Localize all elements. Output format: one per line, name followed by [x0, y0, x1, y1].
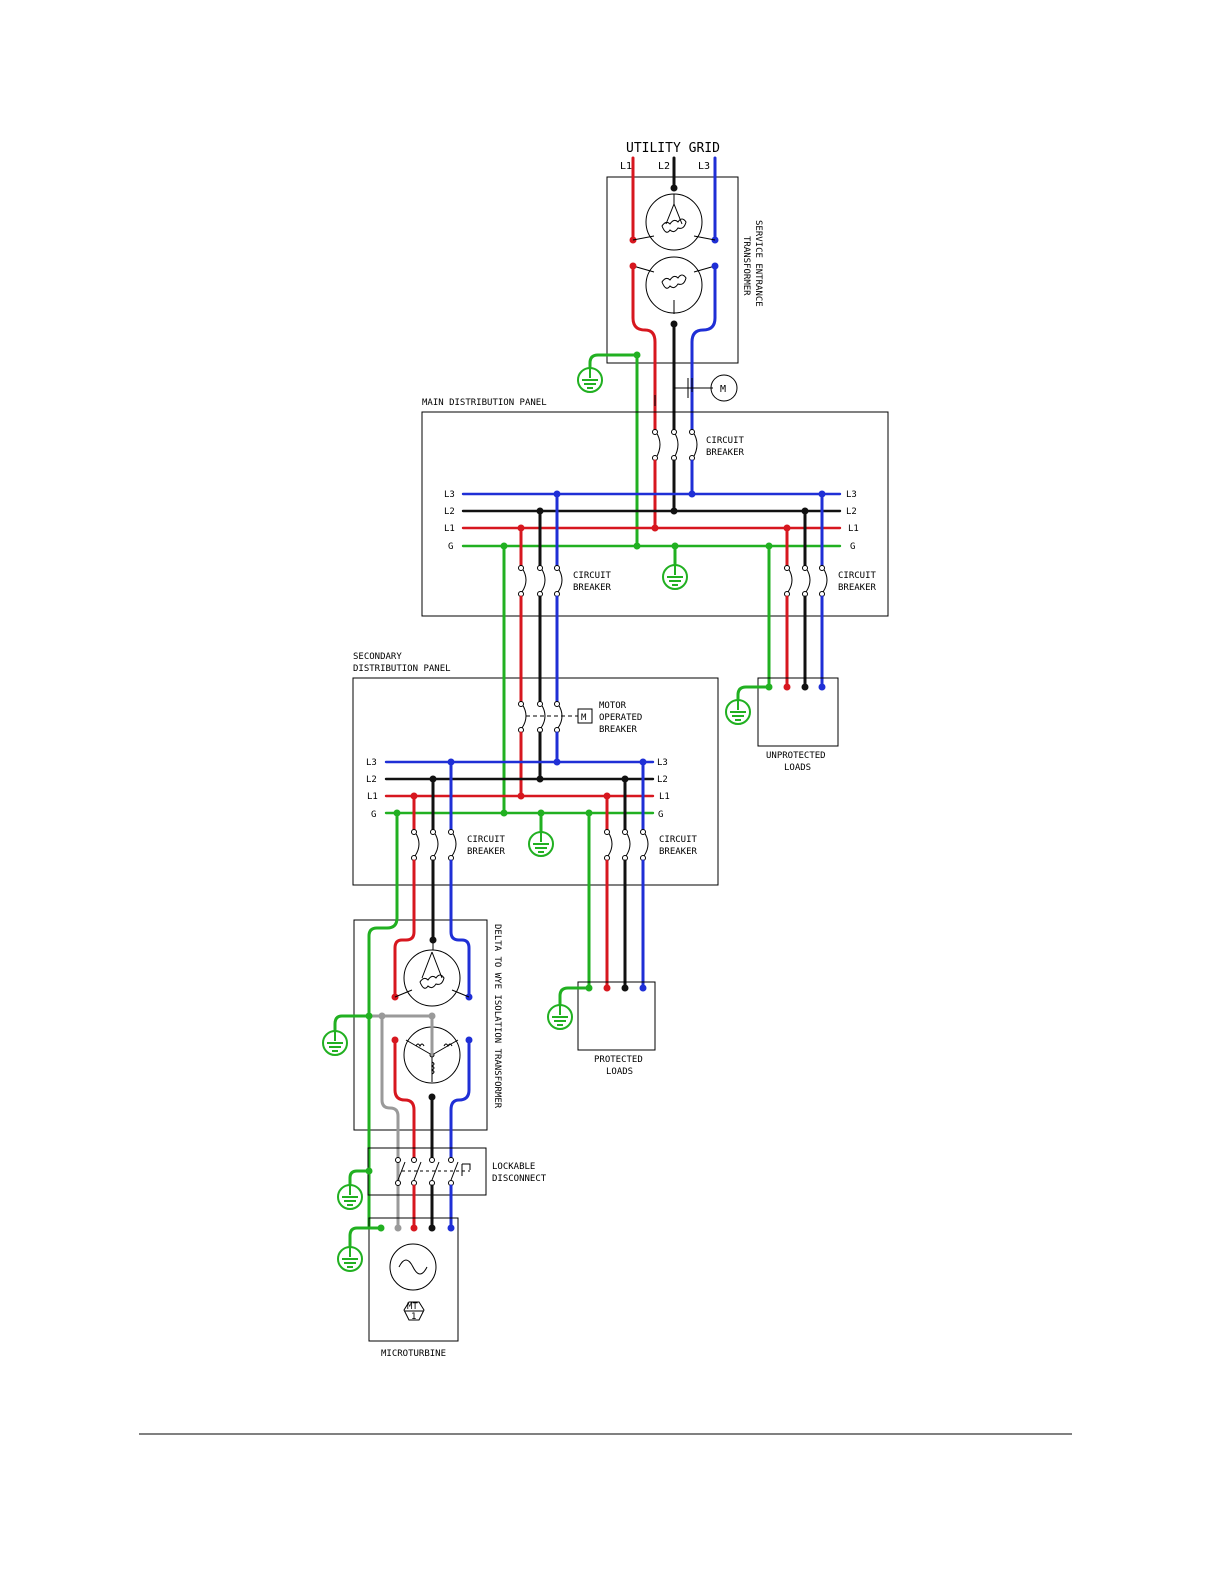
ac-generator-icon [389, 1243, 437, 1291]
main-bus-l2-label-r: L2 [846, 507, 857, 517]
meter-symbol: M [720, 384, 726, 395]
microturbine-tag-2: 1 [411, 1312, 416, 1322]
unprotected-loads-label-2: LOADS [784, 763, 811, 773]
main-breaker-label-1: CIRCUIT [706, 436, 745, 446]
sec-bus-l3-label-r: L3 [657, 758, 668, 768]
sec-bus-l3-label: L3 [366, 758, 377, 768]
service-transformer-label-1: SERVICE ENTRANCE [753, 220, 763, 307]
main-breaker-label-2: BREAKER [706, 448, 745, 458]
main-left-breaker-label-2: BREAKER [573, 583, 612, 593]
protected-loads-label-2: LOADS [606, 1067, 633, 1077]
main-right-breaker [784, 565, 828, 597]
iso-l3-out [449, 1038, 471, 1162]
iso-l3-in [449, 859, 471, 999]
unprotected-loads-label-1: UNPROTECTED [766, 751, 826, 761]
secondary-right-breaker [604, 829, 649, 861]
isolation-transformer-box [353, 919, 488, 1131]
main-bus-l2-label: L2 [444, 507, 455, 517]
meter-icon [710, 374, 738, 402]
secondary-panel-label-1: SECONDARY [353, 652, 402, 662]
service-transformer-label-2: TRANSFORMER [741, 236, 751, 296]
isolation-transformer-label: DELTA TO WYE ISOLATION TRANSFORMER [492, 924, 502, 1109]
disconnect-label-1: LOCKABLE [492, 1162, 535, 1172]
grid-l1-label: L1 [620, 161, 632, 172]
microturbine-tag-1: MT [407, 1302, 418, 1312]
main-right-breaker-label-1: CIRCUIT [838, 571, 877, 581]
microturbine-box [368, 1217, 459, 1342]
main-bus-l1-label-r: L1 [848, 524, 859, 534]
iso-ground-path [367, 811, 399, 1230]
grid-l2-label: L2 [658, 161, 670, 172]
main-incoming-breaker [652, 429, 698, 461]
iso-l1-out [393, 1038, 416, 1162]
motor-breaker-label-3: BREAKER [599, 725, 638, 735]
secondary-panel-label-2: DISTRIBUTION PANEL [353, 664, 451, 674]
protected-loads-label-1: PROTECTED [594, 1055, 643, 1065]
main-left-breaker-label-1: CIRCUIT [573, 571, 612, 581]
secondary-right-breaker-label-2: BREAKER [659, 847, 698, 857]
sec-bus-g-label-r: G [658, 810, 663, 820]
secondary-left-breaker [411, 829, 457, 861]
main-bus-g-label: G [448, 542, 453, 552]
secondary-panel-box [352, 677, 719, 886]
microturbine-label: MICROTURBINE [381, 1349, 446, 1359]
motor-breaker-label-1: MOTOR [599, 701, 627, 711]
microturbine-tag-hexagon [403, 1301, 425, 1321]
main-bus-l3-label-r: L3 [846, 490, 857, 500]
main-panel-label: MAIN DISTRIBUTION PANEL [422, 398, 547, 408]
service-l1-down [631, 264, 657, 432]
disconnect-label-2: DISCONNECT [492, 1174, 547, 1184]
protected-loads-box [577, 981, 656, 1051]
secondary-left-breaker-label-2: BREAKER [467, 847, 506, 857]
motor-breaker-label-2: OPERATED [599, 713, 642, 723]
main-left-breaker [518, 565, 563, 597]
secondary-left-breaker-label-1: CIRCUIT [467, 835, 506, 845]
sec-bus-l1-label-r: L1 [659, 792, 670, 802]
disconnect-switch-icon [395, 1157, 471, 1186]
motor-operated-breaker [518, 701, 593, 733]
iso-neutral-down [380, 1014, 400, 1230]
secondary-right-breaker-label-1: CIRCUIT [659, 835, 698, 845]
delta-winding-symbol [403, 949, 461, 1007]
grid-l3-label: L3 [698, 161, 710, 172]
main-bus-l3-label: L3 [444, 490, 455, 500]
sec-bus-l2-label-r: L2 [657, 775, 668, 785]
main-panel-box [421, 411, 889, 617]
utility-grid-title: UTILITY GRID [626, 141, 720, 156]
sec-bus-l1-label: L1 [367, 792, 378, 802]
main-bus-g-label-r: G [850, 542, 855, 552]
service-ground-branch [588, 353, 639, 372]
sec-bus-l2-label: L2 [366, 775, 377, 785]
motor-breaker-symbol: M [581, 713, 587, 723]
unprotected-loads-box [757, 677, 839, 747]
main-bus-l1-label: L1 [444, 524, 455, 534]
service-l3-down [690, 264, 717, 432]
sec-bus-g-label: G [371, 810, 376, 820]
main-right-breaker-label-2: BREAKER [838, 583, 877, 593]
iso-l1-in [393, 859, 416, 999]
